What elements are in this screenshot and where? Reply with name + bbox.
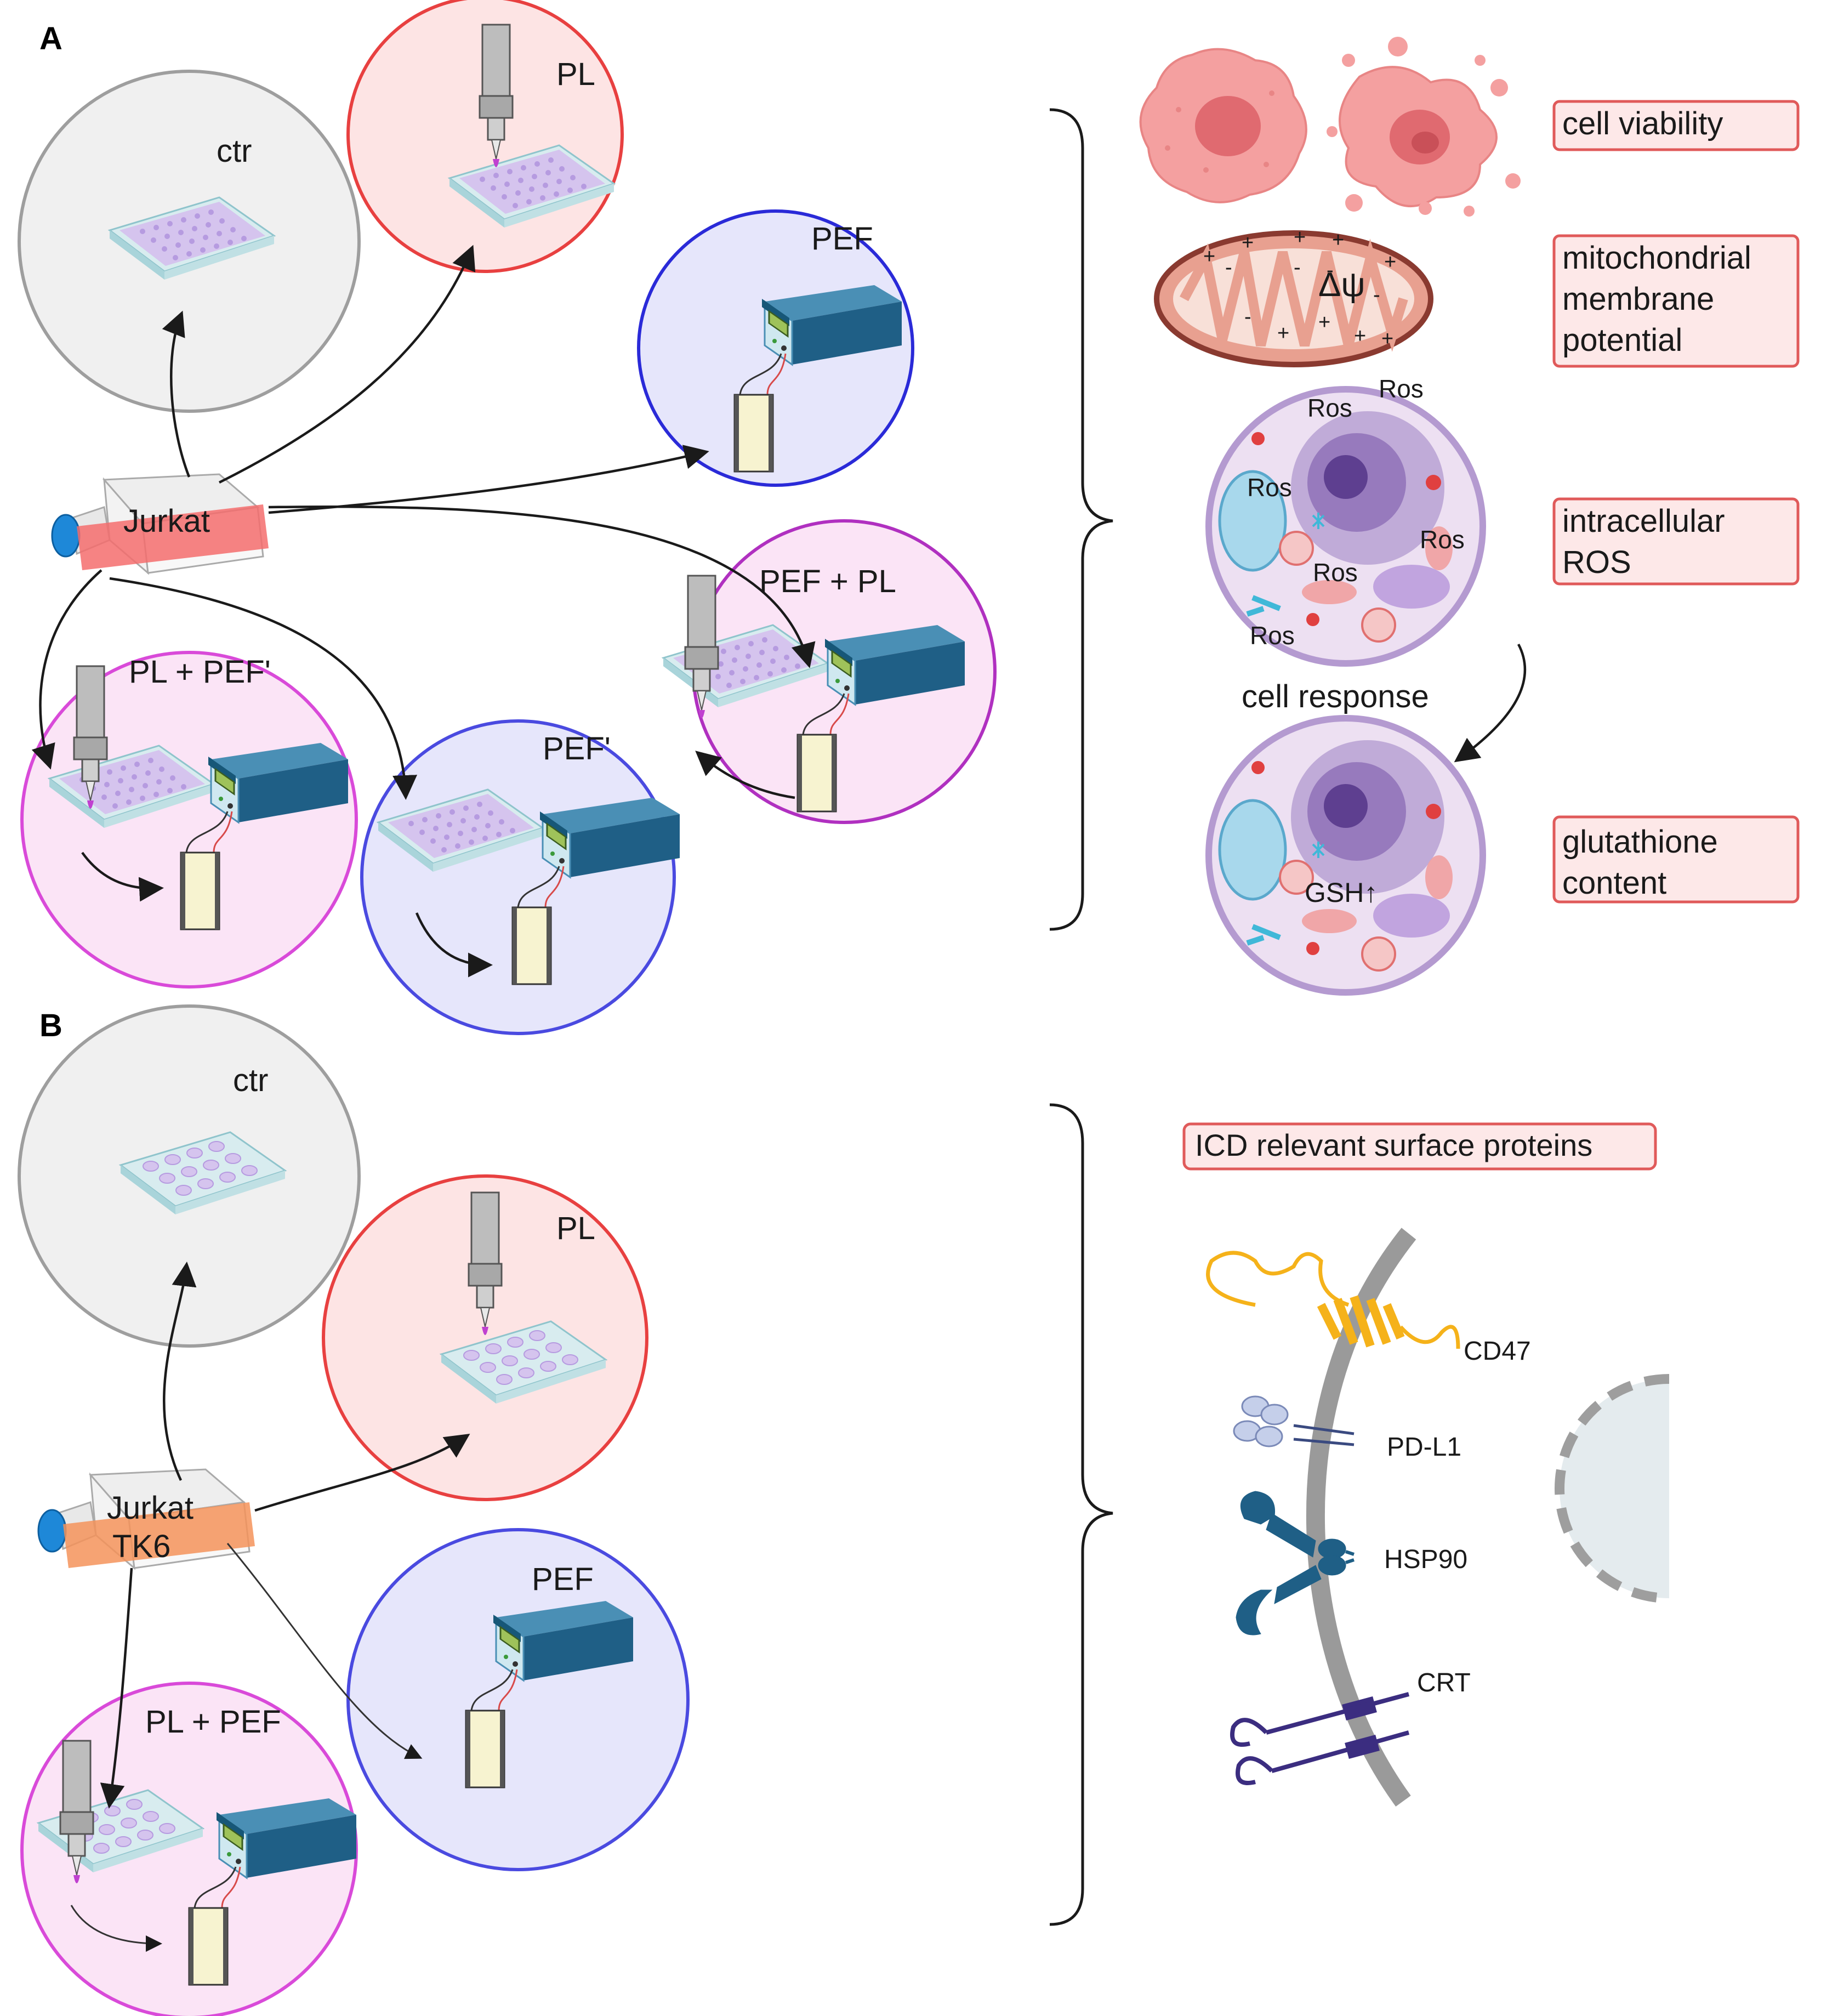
gsh-cell-icon: [1209, 718, 1483, 992]
svg-text:+: +: [1318, 311, 1330, 334]
flask-b-line1: Jurkat: [107, 1490, 194, 1526]
sequence-arrow: [695, 751, 795, 799]
crt-protein-icon: [1230, 1692, 1410, 1785]
readout-box-mito: [1552, 234, 1800, 368]
readout-gsh-line1: glutathione: [1562, 824, 1718, 860]
flask-b-line2: TK6: [112, 1529, 170, 1564]
treatment-arrow-pef-b: [226, 1543, 423, 1759]
grouping-brace: [1049, 108, 1113, 931]
sequence-arrow: [81, 851, 164, 902]
icd-title: ICD relevant surface proteins: [1195, 1128, 1592, 1162]
readout-ros-line2: ROS: [1562, 544, 1631, 580]
pef-pl-label: PEF + PL: [759, 564, 896, 599]
svg-text:+: +: [1332, 229, 1344, 252]
svg-text:+: +: [1381, 327, 1393, 350]
svg-text:+: +: [1203, 245, 1215, 268]
svg-text:+: +: [1294, 226, 1306, 249]
treatment-arrow-pl: [218, 245, 476, 484]
hsp90-protein-icon: [1236, 1491, 1355, 1635]
readout-mito-line1: mitochondrial: [1562, 240, 1751, 276]
pef-prime-label: PEF': [543, 731, 611, 766]
readout-gsh-line2: content: [1562, 865, 1666, 901]
pef-prime-condition-circle: [360, 719, 676, 1035]
panel-b-label: B: [39, 1008, 62, 1043]
hsp90-label: HSP90: [1384, 1545, 1467, 1574]
treatment-arrow-pl-b: [254, 1434, 470, 1512]
readout-box-gsh: [1552, 815, 1800, 904]
cell-response-label: cell response: [1242, 679, 1429, 714]
svg-text:+: +: [1242, 231, 1254, 254]
sequence-arrow: [415, 912, 493, 978]
treatment-arrow-pef-prime: [109, 577, 418, 800]
cd47-protein-icon: [1206, 1251, 1460, 1349]
svg-text:-: -: [1373, 283, 1380, 306]
culture-flask-a: [51, 473, 269, 574]
ros-tag: Ros: [1420, 525, 1465, 554]
svg-text:-: -: [1294, 256, 1301, 279]
culture-flask-b: [37, 1468, 255, 1569]
icd-title-box: [1182, 1122, 1657, 1171]
readout-box-ros: [1552, 497, 1800, 586]
grouping-brace: [1049, 1103, 1113, 1926]
pl-pef-label-b: PL + PEF: [145, 1704, 281, 1740]
nucleus: [1560, 1379, 1669, 1598]
apoptotic-cell-icon: [1327, 37, 1521, 217]
delta-psi-label: Δψ: [1318, 266, 1365, 304]
ros-tag: Ros: [1379, 374, 1424, 403]
ctr-label: ctr: [217, 133, 252, 169]
pdl1-protein-icon: [1233, 1395, 1355, 1447]
pl-label-b: PL: [556, 1211, 595, 1246]
svg-text:+: +: [1354, 325, 1366, 348]
pl-condition-circle-b: [322, 1174, 648, 1501]
treatment-arrow-pl-pef-b: [100, 1568, 133, 1809]
nuclear-envelope: [1555, 1374, 1670, 1603]
pl-pef-prime-condition-circle: [20, 651, 358, 989]
ctr-label-b: ctr: [233, 1063, 268, 1098]
cd47-label: CD47: [1464, 1337, 1531, 1366]
panel-a-label: A: [39, 21, 62, 56]
svg-text:-: -: [1225, 256, 1232, 279]
readout-mito-line2: membrane: [1562, 281, 1714, 317]
pef-label: PEF: [811, 221, 873, 257]
treatment-arrow-pl-pef: [31, 569, 103, 770]
pdl1-label: PD-L1: [1387, 1433, 1461, 1462]
readout-ros-line1: intracellular: [1562, 503, 1725, 539]
treatment-arrow-pef: [268, 445, 709, 514]
treatment-arrow-ctr-b: [163, 1262, 197, 1481]
mitochondrion-icon: + + + + + + + + + - - - - -: [1154, 226, 1433, 367]
pef-condition-circle-b: [346, 1528, 690, 1871]
gsh-label: GSH↑: [1305, 877, 1378, 908]
healthy-cell-icon: [1139, 48, 1307, 203]
svg-text:+: +: [1277, 322, 1289, 345]
ros-tag: Ros: [1307, 394, 1352, 422]
readout-box-viability: [1552, 100, 1800, 151]
treatment-arrow-ctr: [162, 310, 191, 478]
readout-viability-label: cell viability: [1562, 106, 1723, 141]
ros-tag: Ros: [1313, 558, 1358, 587]
ros-tag: Ros: [1250, 621, 1295, 650]
pl-label: PL: [556, 56, 595, 92]
pl-pef-prime-label: PL + PEF': [129, 654, 271, 690]
response-arrow: [1454, 643, 1527, 763]
crt-label: CRT: [1417, 1668, 1471, 1697]
svg-text:-: -: [1244, 305, 1251, 328]
sequence-arrow: [70, 1905, 162, 1952]
treatment-arrow-pef-pl: [268, 505, 816, 668]
svg-text:+: +: [1384, 251, 1396, 274]
readout-mito-line3: potential: [1562, 322, 1682, 358]
ros-tag: Ros: [1247, 473, 1292, 502]
jurkat-flask-label: Jurkat: [123, 503, 210, 539]
svg-text:-: -: [1327, 259, 1334, 282]
pef-label-b: PEF: [532, 1561, 594, 1597]
